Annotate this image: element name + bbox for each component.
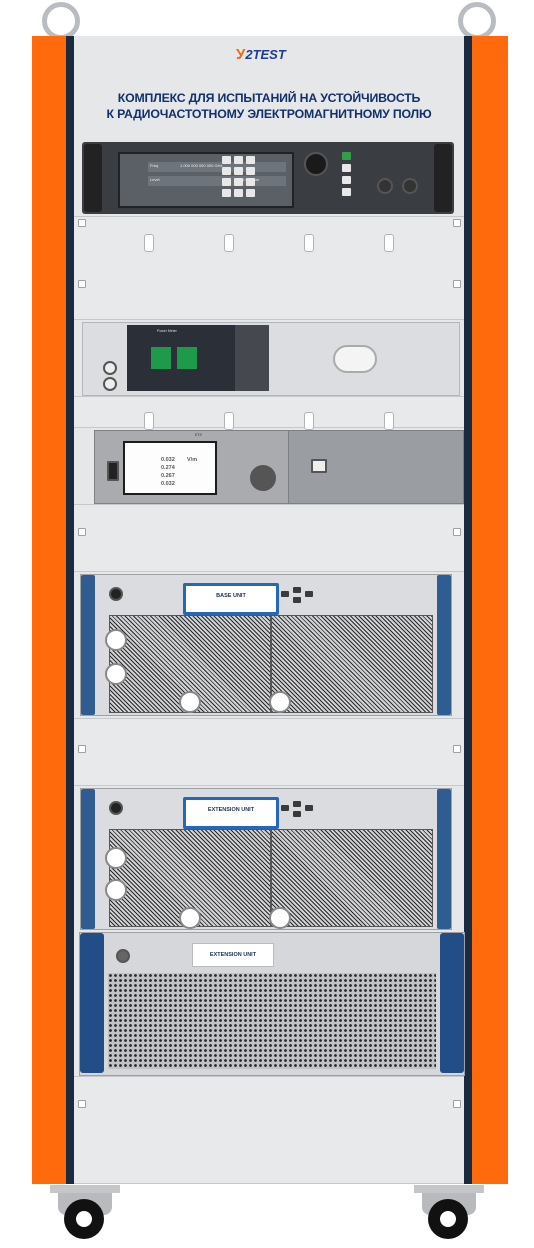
blank-cover-icon (333, 345, 377, 373)
amplifier-extension-unit-large: EXTENSION UNIT (79, 932, 465, 1076)
power-meter-keypad (235, 325, 269, 391)
blank-panel (74, 396, 464, 428)
amplifier-extension-unit: EXTENSION UNIT (80, 788, 452, 930)
rack-rail-left (66, 36, 74, 1184)
reading-3: 0.267 (161, 473, 175, 479)
page-title: КОМПЛЕКС ДЛЯ ИСПЫТАНИЙ НА УСТОЙЧИВОСТЬ К… (74, 90, 464, 122)
level-label: Level (150, 177, 160, 182)
power-meter-screen: Power Meter (127, 325, 235, 391)
reading-2: 0.274 (161, 465, 175, 471)
rack-side-left (32, 36, 70, 1184)
monitor-display: 0.032 0.274 0.267 0.032 V/m (123, 441, 217, 495)
sensor-port-icon (103, 361, 117, 375)
reading-4: 0.032 (161, 481, 175, 487)
rack-side-right (470, 36, 508, 1184)
power-meter-tab: Power Meter (157, 329, 177, 333)
caster-wheel-right (414, 1185, 484, 1245)
rf-connector-icon (402, 178, 418, 194)
blank-panel (74, 216, 464, 320)
brand-logo: У2TEST (236, 46, 286, 63)
handle-left (84, 144, 102, 212)
reading-unit: V/m (187, 457, 198, 463)
sensor-port-icon (103, 377, 117, 391)
lifting-eye-right (458, 2, 496, 40)
reading-1: 0.032 (161, 457, 175, 463)
lifting-eye-left (42, 2, 80, 40)
power-meter: Power Meter (82, 322, 460, 396)
monitor-brand: ETS (195, 433, 202, 437)
rack-rail-right (464, 36, 472, 1184)
amplifier-label: EXTENSION UNIT (183, 797, 279, 829)
power-button-icon[interactable] (116, 949, 130, 963)
caster-wheel-left (50, 1185, 120, 1245)
amplifier-base-unit: BASE UNIT (80, 574, 452, 716)
rotary-knob-icon[interactable] (304, 152, 328, 176)
title-line-2: К РАДИОЧАСТОТНОМУ ЭЛЕКТРОМАГНИТНОМУ ПОЛЮ (106, 107, 432, 121)
vent-grill (108, 973, 436, 1069)
handle-right (434, 144, 452, 212)
fan-icon (250, 465, 276, 491)
power-switch-icon[interactable] (107, 461, 119, 481)
blank-panel (74, 504, 464, 572)
rf-connector-icon (377, 178, 393, 194)
port-icon (311, 459, 327, 473)
freq-value: 1.000 000 000 000 GHz (180, 163, 223, 168)
signal-generator: Freq 1.000 000 000 000 GHz Level 0.00 dB… (82, 142, 454, 214)
title-line-1: КОМПЛЕКС ДЛЯ ИСПЫТАНИЙ НА УСТОЙЧИВОСТЬ (117, 91, 421, 105)
amplifier-label: EXTENSION UNIT (192, 943, 274, 967)
blank-panel (74, 718, 464, 786)
freq-label: Freq (150, 163, 159, 168)
generator-screen: Freq 1.000 000 000 000 GHz Level 0.00 dB… (118, 152, 294, 208)
amplifier-label: BASE UNIT (183, 583, 279, 615)
field-monitor: 0.032 0.274 0.267 0.032 V/m ETS (94, 430, 464, 504)
power-button-icon[interactable] (109, 587, 123, 601)
blank-panel (74, 1076, 464, 1184)
power-button-icon[interactable] (109, 801, 123, 815)
